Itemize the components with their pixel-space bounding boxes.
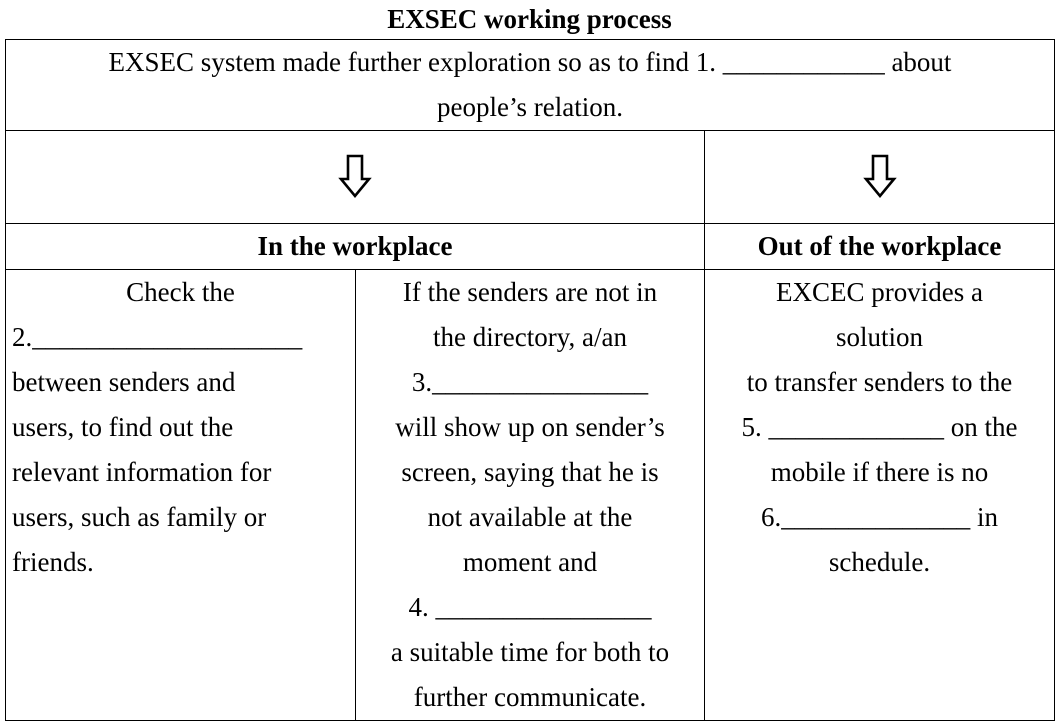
col2-cell: If the senders are not in the directory,… bbox=[355, 269, 705, 721]
col3-cell: EXCEC provides a solution to transfer se… bbox=[704, 269, 1055, 721]
col1-line: users, to find out the bbox=[12, 412, 234, 442]
col2-line: further communicate. bbox=[413, 682, 647, 712]
page-title: EXSEC working process bbox=[387, 4, 672, 34]
header-out-workplace: Out of the workplace bbox=[704, 223, 1055, 270]
down-arrow-icon bbox=[338, 153, 372, 199]
arrow-row bbox=[5, 130, 1055, 224]
col2-line: not available at the bbox=[427, 502, 633, 532]
col1-line: users, such as family or bbox=[12, 502, 267, 532]
col3-line: 6.______________ in bbox=[760, 502, 998, 532]
col1-line: Check the bbox=[126, 277, 235, 307]
down-arrow-icon bbox=[862, 153, 897, 199]
col2-line: If the senders are not in bbox=[402, 277, 658, 307]
content-row: Check the 2.____________________ between… bbox=[5, 269, 1055, 721]
col3-line: EXCEC provides a bbox=[776, 277, 983, 307]
col2-line: a suitable time for both to bbox=[390, 637, 670, 667]
intro-cell: EXSEC system made further exploration so… bbox=[5, 39, 1055, 131]
arrow-cell-left bbox=[5, 130, 705, 224]
arrow-cell-right bbox=[704, 130, 1055, 224]
col1-line: relevant information for bbox=[12, 457, 272, 487]
col1-line: 2.____________________ bbox=[12, 322, 303, 352]
col2-line: the directory, a/an bbox=[433, 322, 627, 352]
col2-line: screen, saying that he is bbox=[401, 457, 659, 487]
intro-line-1: EXSEC system made further exploration so… bbox=[108, 47, 952, 77]
col3-line: solution bbox=[835, 322, 923, 352]
col1-line: between senders and bbox=[12, 367, 236, 397]
intro-row: EXSEC system made further exploration so… bbox=[5, 39, 1055, 131]
col2-line: moment and bbox=[462, 547, 598, 577]
col3-line: 5. _____________ on the bbox=[741, 412, 1018, 442]
col3-line: schedule. bbox=[828, 547, 931, 577]
col1-line: friends. bbox=[12, 547, 94, 577]
col2-line: will show up on sender’s bbox=[395, 412, 665, 442]
col2-line: 3.________________ bbox=[411, 367, 649, 397]
intro-line-2: people’s relation. bbox=[437, 92, 623, 122]
col3-line: to transfer senders to the bbox=[746, 367, 1013, 397]
process-table: EXSEC system made further exploration so… bbox=[5, 39, 1055, 721]
col1-cell: Check the 2.____________________ between… bbox=[5, 269, 356, 721]
col3-line: mobile if there is no bbox=[770, 457, 989, 487]
col2-line: 4. ________________ bbox=[408, 592, 652, 622]
header-row: In the workplace Out of the workplace bbox=[5, 223, 1055, 270]
header-in-workplace: In the workplace bbox=[5, 223, 705, 270]
